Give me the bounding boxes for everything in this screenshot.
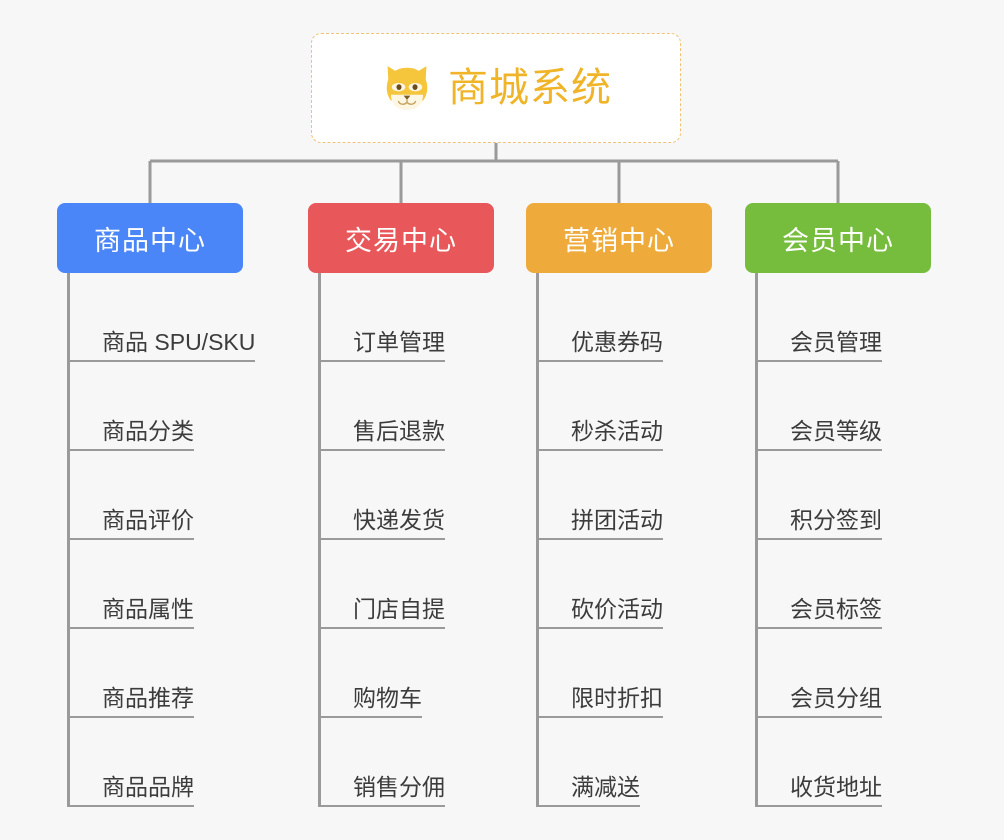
branch-items-marketing-center: 优惠券码 秒杀活动 拼团活动 砍价活动 限时折扣 满减送 — [536, 273, 712, 807]
leaf-label: 拼团活动 — [571, 507, 663, 533]
leaf-underline — [321, 716, 422, 718]
leaf-underline — [321, 805, 445, 807]
leaf-item[interactable]: 商品属性 — [70, 540, 243, 629]
leaf-label: 订单管理 — [353, 329, 445, 355]
leaf-underline — [539, 627, 663, 629]
leaf-item[interactable]: 销售分佣 — [321, 718, 494, 807]
branch-label: 商品中心 — [94, 225, 206, 256]
leaf-underline — [321, 449, 445, 451]
leaf-item[interactable]: 会员标签 — [758, 540, 931, 629]
leaf-underline — [758, 716, 882, 718]
leaf-item[interactable]: 砍价活动 — [539, 540, 712, 629]
leaf-underline — [321, 360, 445, 362]
branch-marketing-center: 营销中心 优惠券码 秒杀活动 拼团活动 砍价活动 限时折扣 — [526, 203, 712, 807]
leaf-underline — [539, 716, 663, 718]
leaf-underline — [758, 805, 882, 807]
leaf-underline — [758, 627, 882, 629]
leaf-underline — [70, 716, 194, 718]
branch-header-member-center[interactable]: 会员中心 — [745, 203, 931, 273]
leaf-underline — [539, 805, 640, 807]
leaf-item[interactable]: 优惠券码 — [539, 273, 712, 362]
branch-items-member-center: 会员管理 会员等级 积分签到 会员标签 会员分组 收货地址 — [755, 273, 931, 807]
branch-trade-center: 交易中心 订单管理 售后退款 快递发货 门店自提 购物车 — [308, 203, 494, 807]
leaf-underline — [758, 538, 882, 540]
leaf-item[interactable]: 限时折扣 — [539, 629, 712, 718]
leaf-label: 优惠券码 — [571, 329, 663, 355]
leaf-label: 会员管理 — [790, 329, 882, 355]
leaf-label: 销售分佣 — [353, 774, 445, 800]
leaf-item[interactable]: 商品 SPU/SKU — [70, 273, 255, 362]
leaf-underline — [70, 627, 194, 629]
leaf-underline — [70, 360, 255, 362]
leaf-item[interactable]: 商品评价 — [70, 451, 243, 540]
leaf-label: 会员标签 — [790, 596, 882, 622]
leaf-underline — [758, 360, 882, 362]
leaf-item[interactable]: 拼团活动 — [539, 451, 712, 540]
leaf-underline — [539, 360, 663, 362]
leaf-item[interactable]: 收货地址 — [758, 718, 931, 807]
branch-header-product-center[interactable]: 商品中心 — [57, 203, 243, 273]
leaf-item[interactable]: 购物车 — [321, 629, 494, 718]
leaf-label: 售后退款 — [353, 418, 445, 444]
leaf-label: 积分签到 — [790, 507, 882, 533]
leaf-label: 秒杀活动 — [571, 418, 663, 444]
leaf-underline — [321, 627, 445, 629]
leaf-underline — [321, 538, 445, 540]
leaf-item[interactable]: 秒杀活动 — [539, 362, 712, 451]
leaf-item[interactable]: 商品推荐 — [70, 629, 243, 718]
leaf-item[interactable]: 会员等级 — [758, 362, 931, 451]
leaf-item[interactable]: 满减送 — [539, 718, 712, 807]
leaf-item[interactable]: 商品品牌 — [70, 718, 243, 807]
leaf-underline — [539, 449, 663, 451]
branch-items-trade-center: 订单管理 售后退款 快递发货 门店自提 购物车 销售分佣 — [318, 273, 494, 807]
leaf-item[interactable]: 快递发货 — [321, 451, 494, 540]
leaf-label: 购物车 — [353, 685, 422, 711]
leaf-item[interactable]: 积分签到 — [758, 451, 931, 540]
branch-header-trade-center[interactable]: 交易中心 — [308, 203, 494, 273]
leaf-item[interactable]: 会员分组 — [758, 629, 931, 718]
branch-label: 营销中心 — [563, 225, 675, 256]
leaf-label: 商品品牌 — [102, 774, 194, 800]
leaf-label: 限时折扣 — [571, 685, 663, 711]
branch-product-center: 商品中心 商品 SPU/SKU 商品分类 商品评价 商品属性 商品推荐 — [57, 203, 255, 807]
leaf-label: 商品分类 — [102, 418, 194, 444]
leaf-item[interactable]: 商品分类 — [70, 362, 243, 451]
leaf-label: 会员分组 — [790, 685, 882, 711]
leaf-item[interactable]: 门店自提 — [321, 540, 494, 629]
leaf-label: 商品 SPU/SKU — [102, 329, 256, 355]
leaf-underline — [70, 805, 194, 807]
leaf-label: 会员等级 — [790, 418, 882, 444]
leaf-underline — [539, 538, 663, 540]
branch-label: 交易中心 — [345, 225, 457, 256]
leaf-underline — [70, 449, 194, 451]
root-node[interactable]: 商城系统 — [311, 33, 681, 143]
leaf-label: 商品属性 — [102, 596, 194, 622]
shiba-dog-face-icon — [386, 66, 428, 110]
root-title: 商城系统 — [448, 66, 612, 110]
leaf-underline — [70, 538, 194, 540]
leaf-underline — [758, 449, 882, 451]
branch-member-center: 会员中心 会员管理 会员等级 积分签到 会员标签 会员分组 — [745, 203, 931, 807]
branch-header-marketing-center[interactable]: 营销中心 — [526, 203, 712, 273]
leaf-label: 快递发货 — [353, 507, 445, 533]
leaf-label: 商品推荐 — [102, 685, 194, 711]
leaf-item[interactable]: 售后退款 — [321, 362, 494, 451]
leaf-label: 门店自提 — [353, 596, 445, 622]
leaf-label: 收货地址 — [790, 774, 882, 800]
leaf-item[interactable]: 订单管理 — [321, 273, 494, 362]
leaf-label: 砍价活动 — [571, 596, 663, 622]
leaf-label: 满减送 — [571, 774, 640, 800]
branch-label: 会员中心 — [782, 225, 894, 256]
branch-items-product-center: 商品 SPU/SKU 商品分类 商品评价 商品属性 商品推荐 商品品牌 — [67, 273, 255, 807]
leaf-item[interactable]: 会员管理 — [758, 273, 931, 362]
leaf-label: 商品评价 — [102, 507, 194, 533]
